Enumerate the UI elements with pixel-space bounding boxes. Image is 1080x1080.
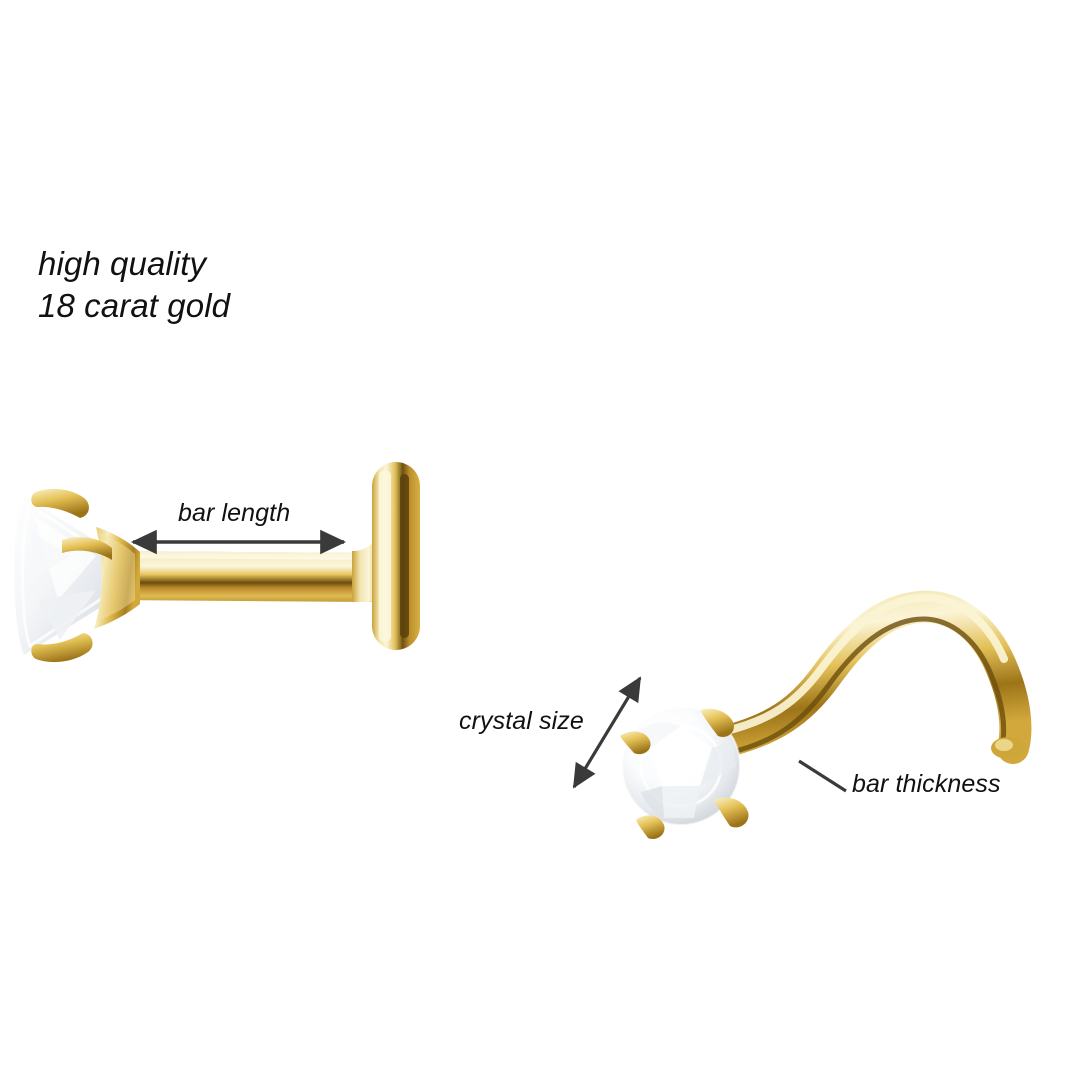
bar-thickness-label: bar thickness bbox=[852, 770, 1001, 798]
left-stud-bar bbox=[112, 551, 372, 602]
right-nose-screw bbox=[620, 590, 1032, 840]
crystal-size-label: crystal size bbox=[459, 707, 584, 735]
crystal-size-arrow bbox=[572, 676, 642, 789]
right-screw-bar bbox=[708, 590, 1032, 764]
quality-headline: high quality 18 carat gold bbox=[38, 245, 231, 325]
prong-bottom-left bbox=[636, 815, 665, 840]
bar-thickness-annotation bbox=[798, 759, 847, 793]
left-stud-l-bend bbox=[352, 462, 420, 650]
left-stud-crystal bbox=[14, 488, 140, 663]
prong-top-right bbox=[700, 708, 734, 737]
prong-bottom-right bbox=[714, 797, 749, 828]
bar-thickness-leader-line bbox=[798, 759, 847, 793]
bar-length-label: bar length bbox=[178, 499, 291, 527]
right-screw-crystal bbox=[620, 706, 749, 840]
left-nose-stud bbox=[14, 462, 420, 663]
crystal-size-annotation bbox=[572, 676, 642, 789]
